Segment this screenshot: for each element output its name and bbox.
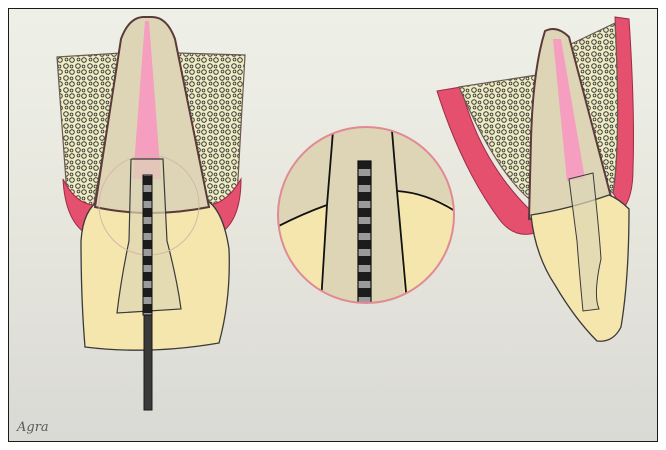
caption-label: Agra: [17, 420, 49, 435]
magnified-instrument: [358, 161, 371, 311]
left-tooth-instrument-shaft: [144, 314, 152, 410]
left-tooth-instrument-ruler: [143, 175, 152, 315]
tooth-diagram: [9, 9, 658, 442]
illustration-frame: Agra: [8, 8, 658, 442]
